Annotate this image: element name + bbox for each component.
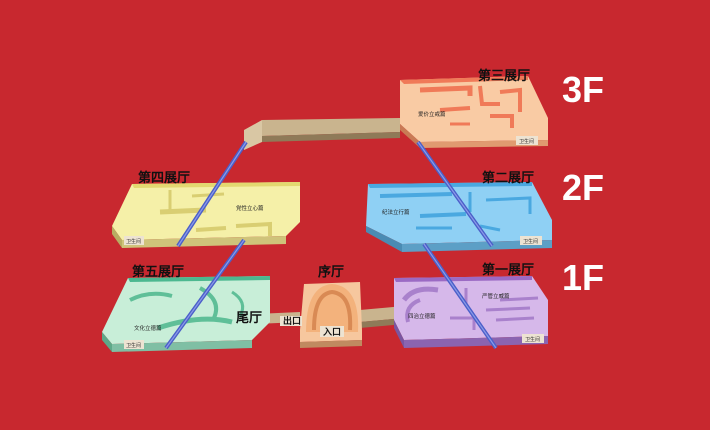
hall-3-area[interactable] [400, 76, 548, 148]
stairs [164, 140, 498, 350]
prelude-hall-title: 序厅 [318, 264, 344, 280]
floor-label-3f: 3F [562, 69, 604, 110]
hall-3-title: 第三展厅 [478, 68, 530, 84]
hall-5-wc-label: 卫生间 [126, 342, 141, 349]
hall-2-room-label: 纪法立行篇 [382, 208, 410, 216]
hall-2-area[interactable] [366, 182, 552, 252]
hall-1-room-label: 严管立威篇 [482, 292, 510, 300]
hall-3-room-label: 爱价立戒篇 [418, 110, 446, 118]
hall-4-room-label: 党性立心篇 [236, 204, 264, 212]
hall-1-room2-label: 四治立德篇 [408, 312, 436, 320]
hall-2-wc-label: 卫生间 [523, 238, 538, 245]
prelude-hall-area[interactable] [300, 282, 362, 348]
hall-5-title: 第五展厅 [132, 264, 184, 280]
corridor-3f [244, 118, 400, 150]
hall-5-area[interactable] [102, 276, 270, 352]
tail-hall-label: 尾厅 [236, 311, 262, 326]
hall-1-title: 第一展厅 [482, 262, 534, 278]
floor-label-2f: 2F [562, 167, 604, 208]
hall-4-title: 第四展厅 [138, 170, 190, 186]
hall-2-title: 第二展厅 [482, 170, 534, 186]
hall-4-area[interactable] [112, 182, 300, 248]
floor-label-1f: 1F [562, 257, 604, 298]
hall-1-wc-label: 卫生间 [525, 336, 540, 343]
hall-4-wc-label: 卫生间 [126, 238, 141, 245]
exit-label: 出口 [283, 315, 301, 327]
entrance-label: 入口 [322, 327, 341, 338]
hall-1-area[interactable] [394, 276, 548, 348]
hall-5-room-label: 文化立德篇 [134, 324, 162, 332]
hall-3-wc-label: 卫生间 [519, 138, 534, 145]
corridor-1f-right [360, 306, 404, 328]
